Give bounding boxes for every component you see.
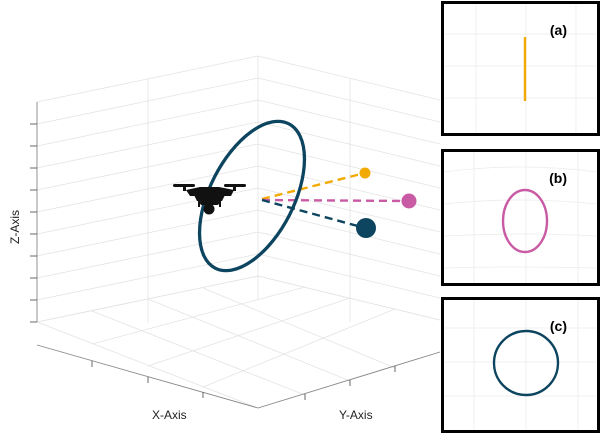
quadcopter-drone-icon (173, 184, 246, 215)
target-point-c (356, 218, 376, 238)
floor-axis-ticks (91, 361, 396, 400)
back-wall-grid-right (257, 55, 441, 322)
panel-b: (b) (441, 149, 600, 286)
ray-a (261, 171, 366, 201)
panel-a-label: (a) (549, 22, 567, 38)
panel-a: (a) (441, 1, 600, 136)
y-axis-label: Y-Axis (339, 408, 373, 422)
target-point-b (401, 193, 417, 209)
panel-c-plot (444, 300, 597, 430)
z-axis-ticks (30, 123, 37, 323)
panel-b-label: (b) (549, 170, 567, 186)
ray-b (261, 198, 409, 203)
z-axis-label: Z-Axis (8, 210, 22, 244)
panel-c-label: (c) (549, 318, 567, 334)
rays (261, 171, 409, 230)
panel-b-ellipse (501, 188, 549, 254)
ray-c (261, 198, 366, 230)
panel-b-plot (444, 152, 597, 283)
panel-c-circle (492, 329, 560, 397)
ring (197, 119, 307, 273)
panel-c: (c) (441, 297, 600, 433)
x-axis-label: X-Axis (152, 408, 187, 422)
target-point-a (359, 167, 371, 179)
panel-a-plot (444, 4, 597, 133)
floor-grid (36, 275, 441, 409)
